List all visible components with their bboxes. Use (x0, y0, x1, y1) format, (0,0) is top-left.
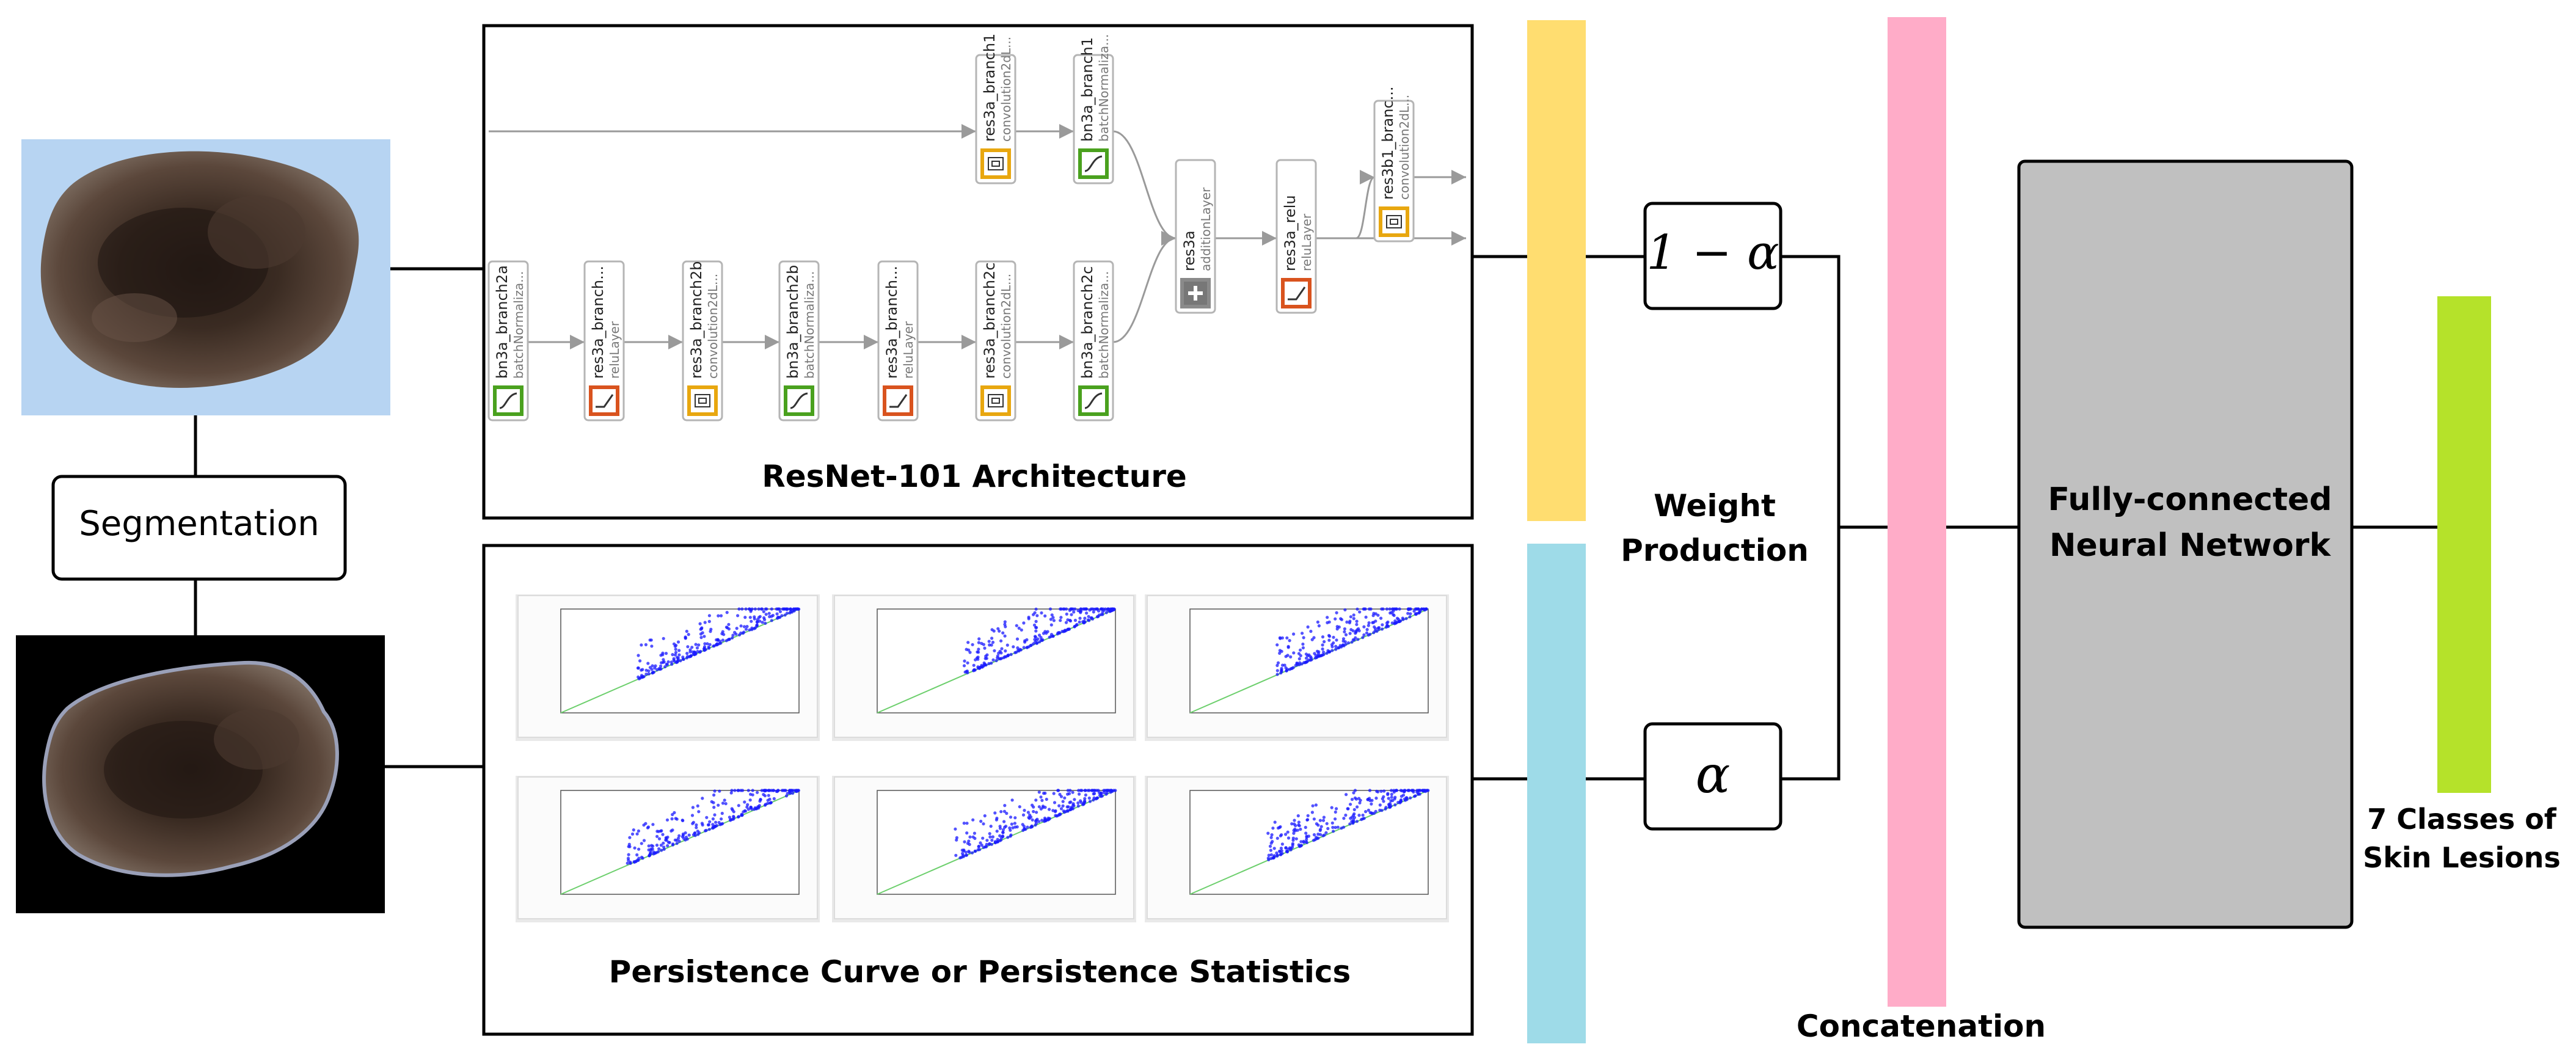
resnet-layer-type: reluLayer (1299, 213, 1314, 271)
resnet-layer-node[interactable]: res3a_branch...reluLayer (583, 260, 625, 421)
batchnorm-icon (1078, 385, 1109, 416)
conv-icon (980, 385, 1011, 416)
relu-icon (1281, 278, 1312, 308)
resnet-layer-name: res3a_branch2c (981, 263, 998, 379)
persistence-plot-grid (516, 594, 1449, 922)
resnet-layer-type: reluLayer (901, 321, 916, 379)
addition-icon (1180, 278, 1211, 308)
weights-merge-connector (1781, 255, 1841, 781)
resnet-layer-name: res3a_relu (1282, 195, 1299, 271)
relu-icon (883, 385, 913, 416)
resnet-layer-name: bn3a_branch2b (784, 265, 801, 379)
batchnorm-icon (493, 385, 524, 416)
resnet-layer-name: res3a_branch1 (981, 34, 998, 142)
conv-icon (1379, 206, 1409, 237)
conv-icon (687, 385, 718, 416)
resnet-layer-name: res3a_branch... (883, 266, 900, 379)
output-label-line1: 7 Classes of (2367, 803, 2557, 836)
concatenation-bar (1888, 17, 1946, 1007)
resnet-edge (1112, 231, 1177, 343)
resnet-layer-name: bn3a_branch2c (1079, 266, 1096, 379)
weight-production-line2: Production (1621, 533, 1809, 568)
batchnorm-icon (1078, 148, 1109, 179)
fcnn-block: Fully-connected Neural Network (2017, 159, 2354, 929)
fcnn-label-line1: Fully-connected (2048, 481, 2332, 518)
resnet-layer-type: batchNormaliza... (1096, 271, 1111, 379)
resnet-layer-name: res3a_branch... (589, 266, 607, 379)
resnet-layer-type: convolution2dL... (999, 37, 1013, 142)
yellow-feature-bar (1527, 20, 1586, 521)
resnet-layer-type: additionLayer (1199, 187, 1213, 271)
persistence-plot-thumbnail (832, 776, 1136, 922)
segmented-lesion-image (16, 635, 385, 913)
weight-one-minus-alpha-box: 1 − α (1643, 202, 1782, 310)
fcnn-label-line2: Neural Network (2049, 527, 2332, 564)
resnet-layer-type: batchNormaliza... (802, 271, 817, 379)
persistence-panel: Persistence Curve or Persistence Statist… (482, 544, 1474, 1036)
persistence-plot-thumbnail (832, 594, 1136, 741)
weight-production-line1: Weight (1654, 488, 1776, 524)
cyan-feature-bar (1527, 544, 1586, 1043)
weight-alpha-label: α (1696, 745, 1731, 804)
resnet-layer-node[interactable]: res3a_branch...reluLayer (877, 260, 919, 421)
resnet-layer-type: reluLayer (607, 321, 622, 379)
resnet-layer-name: res3a (1181, 230, 1198, 271)
persistence-caption: Persistence Curve or Persistence Statist… (609, 954, 1351, 990)
resnet-layer-name: res3b1_branc... (1379, 87, 1396, 200)
relu-icon (589, 385, 619, 416)
resnet-layer-name: bn3a_branch1 (1079, 37, 1096, 142)
resnet-layer-type: convolution2dL... (1397, 95, 1412, 200)
persistence-plot-thumbnail (1145, 594, 1449, 741)
persistence-plot-thumbnail (516, 776, 820, 922)
resnet-layer-type: batchNormaliza... (1096, 34, 1111, 142)
weight-one-minus-alpha-label: 1 − α (1646, 225, 1779, 280)
conv-icon (980, 148, 1011, 179)
output-bar (2437, 296, 2491, 793)
resnet-caption: ResNet-101 Architecture (762, 459, 1187, 494)
resnet-layer-node[interactable]: res3b1_branc...convolution2dL... (1373, 87, 1415, 243)
concatenation-label: Concatenation (1797, 1009, 2046, 1044)
resnet-layer-name: res3a_branch2b (688, 261, 705, 379)
dermoscopy-image (21, 139, 390, 415)
batchnorm-icon (784, 385, 814, 416)
persistence-plot-thumbnail (1145, 776, 1449, 922)
segmentation-label: Segmentation (79, 504, 319, 544)
output-label-line2: Skin Lesions (2363, 841, 2561, 874)
weight-alpha-box: α (1643, 722, 1782, 831)
resnet-layer-name: bn3a_branch2a (494, 265, 511, 379)
resnet-layer-type: convolution2dL... (999, 274, 1013, 379)
resnet-layer-type: convolution2dL... (706, 274, 720, 379)
resnet-layer-type: batchNormaliza... (511, 271, 526, 379)
persistence-plot-thumbnail (516, 594, 820, 741)
segmentation-box: Segmentation (51, 475, 347, 581)
